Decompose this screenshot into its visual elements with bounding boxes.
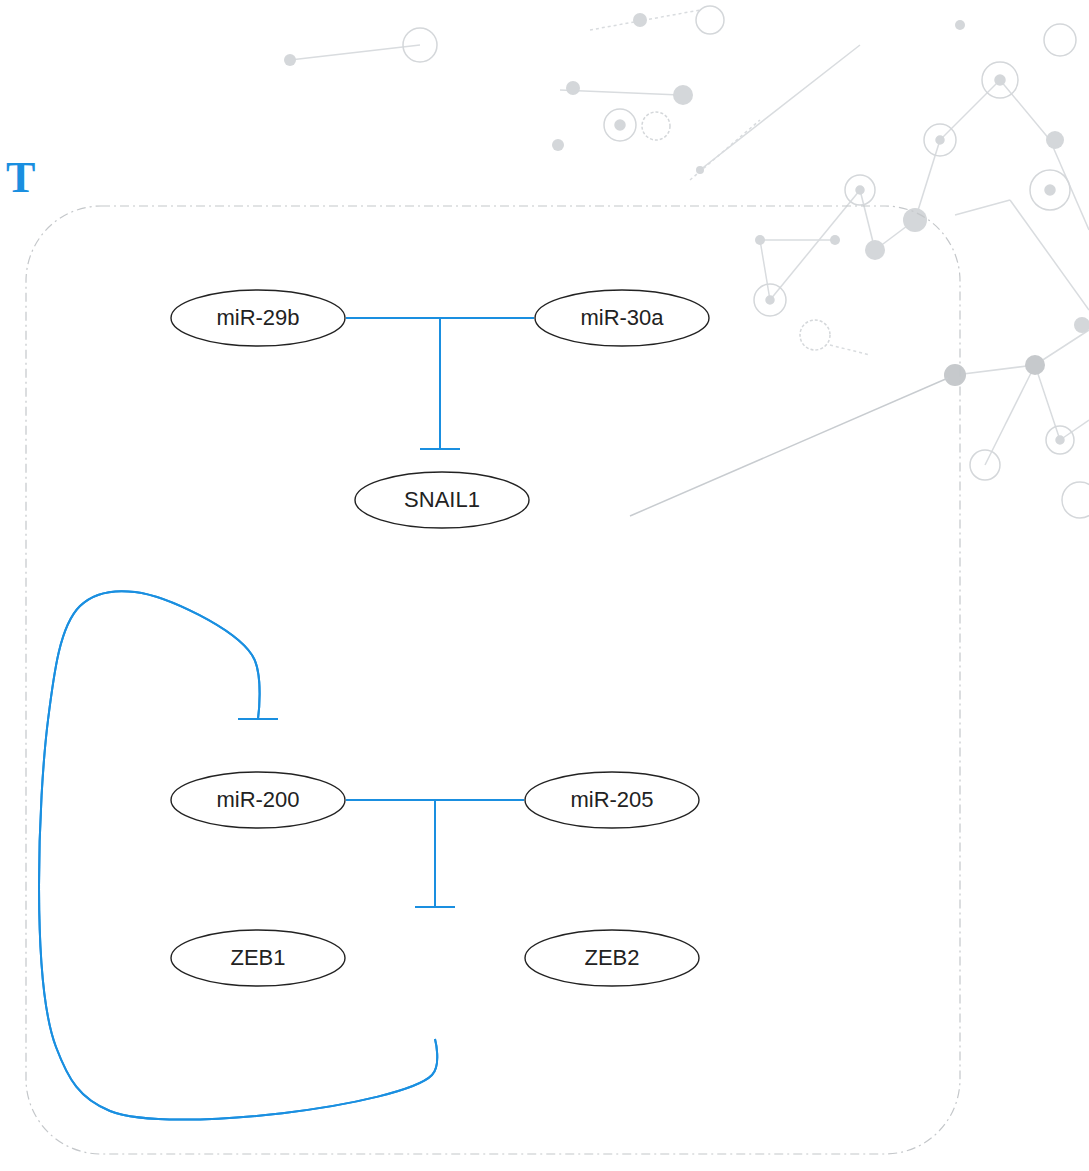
connector-line	[39, 591, 437, 1119]
inhibition-connector	[346, 800, 455, 907]
inhibition-bar	[238, 718, 278, 720]
title-fragment: T	[6, 152, 35, 203]
group-frame	[26, 206, 960, 1154]
ellipse-node: ZEB1	[170, 929, 346, 987]
inhibition-bar	[420, 448, 460, 450]
ellipse-node: miR-205	[524, 771, 700, 829]
inhibition-bar	[415, 906, 455, 908]
inhibition-bar	[415, 906, 455, 908]
connector-line	[346, 800, 435, 907]
connector-line	[39, 591, 437, 1119]
connector-line	[440, 318, 534, 449]
inhibition-bar	[238, 718, 278, 720]
inhibition-bar	[415, 906, 455, 908]
network-dots	[284, 13, 1089, 386]
leader-line	[630, 378, 948, 516]
ellipse-node: SNAIL1	[354, 471, 530, 529]
connector-line	[435, 800, 524, 907]
network-rings	[403, 6, 1089, 518]
ellipse-node: ZEB2	[524, 929, 700, 987]
inhibition-connector	[415, 800, 524, 907]
network-texture	[290, 10, 1089, 465]
node-label: SNAIL1	[404, 487, 480, 513]
ellipse-node: miR-200	[170, 771, 346, 829]
node-label: miR-29b	[216, 305, 299, 331]
inhibition-connector	[346, 318, 460, 449]
node-label: ZEB1	[230, 945, 285, 971]
node-label: miR-200	[216, 787, 299, 813]
inhibition-connector	[39, 591, 437, 1119]
inhibition-connector	[39, 591, 437, 1119]
inhibition-connector	[420, 318, 534, 449]
inhibition-bar	[420, 448, 460, 450]
inhibition-connector	[346, 800, 455, 907]
ellipse-node: miR-30a	[534, 289, 710, 347]
ellipse-node: miR-29b	[170, 289, 346, 347]
connector-line	[346, 318, 440, 449]
connector-line	[346, 800, 435, 907]
inhibition-bar	[415, 906, 455, 908]
inhibition-connector	[415, 800, 524, 907]
node-label: ZEB2	[584, 945, 639, 971]
node-label: miR-30a	[580, 305, 663, 331]
node-label: miR-205	[570, 787, 653, 813]
connector-line	[435, 800, 524, 907]
